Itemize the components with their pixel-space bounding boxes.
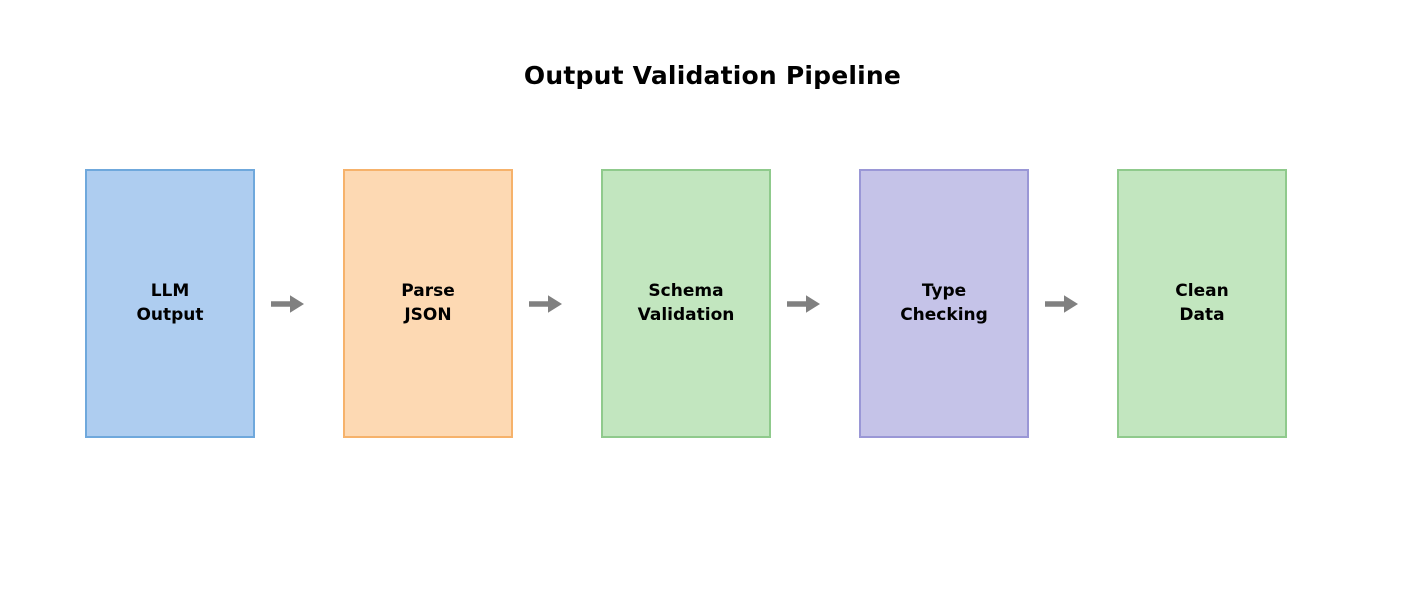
pipeline-stage-llm-output[interactable]: LLM Output bbox=[85, 169, 255, 438]
right-arrow-icon bbox=[271, 295, 304, 313]
pipeline-stage-label: Schema Validation bbox=[637, 281, 735, 325]
pipeline-stage-label: Type Checking bbox=[900, 281, 988, 325]
pipeline-stage-label: LLM Output bbox=[136, 281, 204, 325]
pipeline-stage-label: Parse JSON bbox=[401, 281, 455, 325]
page-title: Output Validation Pipeline bbox=[523, 61, 902, 90]
pipeline-stage-clean-data[interactable]: Clean Data bbox=[1117, 169, 1287, 438]
pipeline-stage-row: LLM Output Parse JSON Schema Validation … bbox=[85, 169, 1287, 438]
right-arrow-icon bbox=[1045, 295, 1078, 313]
right-arrow-icon bbox=[529, 295, 562, 313]
pipeline-stage-schema-validation[interactable]: Schema Validation bbox=[601, 169, 771, 438]
pipeline-stage-parse-json[interactable]: Parse JSON bbox=[343, 169, 513, 438]
right-arrow-icon bbox=[787, 295, 820, 313]
pipeline-stage-label: Clean Data bbox=[1175, 281, 1229, 325]
pipeline-stage-type-checking[interactable]: Type Checking bbox=[859, 169, 1029, 438]
